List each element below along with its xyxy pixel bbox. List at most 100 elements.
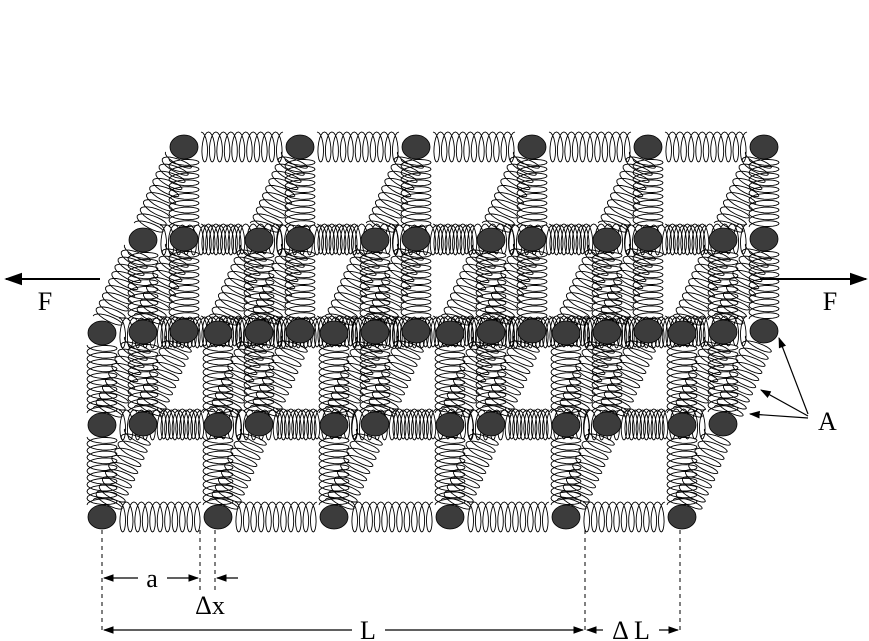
spring-horizontal [507, 224, 591, 256]
spring-depth [440, 428, 499, 510]
spring-horizontal [234, 409, 318, 441]
mass-node [203, 320, 233, 346]
spring-horizontal [466, 409, 550, 441]
spring-horizontal [548, 131, 632, 163]
spring-depth [440, 336, 499, 418]
spring-depth [672, 336, 731, 418]
spring-horizontal [200, 131, 284, 163]
spring-vertical [632, 250, 664, 320]
spring-depth [365, 243, 424, 325]
spring-vertical [168, 158, 200, 228]
spring-horizontal [623, 224, 707, 256]
spring-horizontal [350, 501, 434, 533]
spring-depth [324, 336, 383, 418]
spring-depth [481, 335, 540, 417]
spring-horizontal [159, 224, 243, 256]
mass-node [87, 412, 117, 438]
spring-depth [92, 336, 151, 418]
mass-node [708, 319, 738, 345]
mass-node [749, 318, 779, 344]
mass-node [203, 412, 233, 438]
spring-depth [324, 244, 383, 326]
spring-horizontal [350, 409, 434, 441]
spring-horizontal [118, 409, 202, 441]
force-label-left: F [38, 287, 52, 316]
spring-horizontal [582, 501, 666, 533]
mass-node [169, 226, 199, 252]
spring-depth [133, 151, 192, 233]
mass-node [319, 412, 349, 438]
mass-node [517, 226, 547, 252]
mass-node [592, 227, 622, 253]
mass-node [285, 318, 315, 344]
mass-node [360, 319, 390, 345]
spring-depth [249, 151, 308, 233]
spring-vertical [516, 250, 548, 320]
spring-vertical [748, 250, 780, 320]
spring-depth [92, 244, 151, 326]
spring-horizontal [466, 501, 550, 533]
mass-node [244, 227, 274, 253]
spring-horizontal [275, 224, 359, 256]
mass-node [749, 226, 779, 252]
spring-horizontal [664, 131, 748, 163]
mass-node [667, 412, 697, 438]
spring-vertical [632, 158, 664, 228]
mass-node [319, 504, 349, 530]
mass-node [128, 227, 158, 253]
spring-depth [133, 335, 192, 417]
spring-depth [208, 336, 267, 418]
area-label: A [818, 407, 837, 436]
mass-node [435, 320, 465, 346]
spring-depth [597, 151, 656, 233]
mass-node [667, 320, 697, 346]
area-arrow-lower [748, 410, 809, 419]
mass-node [551, 412, 581, 438]
spring-depth [713, 151, 772, 233]
mass-node [476, 227, 506, 253]
spacing-label: a [146, 564, 158, 593]
spring-vertical [284, 158, 316, 228]
spring-depth [440, 244, 499, 326]
spring-horizontal [118, 501, 202, 533]
spring-depth [672, 428, 731, 510]
mass-node [285, 226, 315, 252]
spring-depth [481, 151, 540, 233]
spring-network [86, 131, 780, 533]
spring-horizontal [391, 224, 475, 256]
spring-vertical [400, 250, 432, 320]
mass-node [517, 318, 547, 344]
mass-node [708, 227, 738, 253]
mass-node [749, 134, 779, 160]
mass-node [169, 318, 199, 344]
length-label: L [360, 616, 376, 641]
force-label-right: F [823, 287, 837, 316]
spring-horizontal [582, 409, 666, 441]
mass-node [244, 411, 274, 437]
spring-depth [365, 151, 424, 233]
mass-node [203, 504, 233, 530]
spring-depth [556, 428, 615, 510]
mass-node [476, 411, 506, 437]
spring-depth [556, 244, 615, 326]
mass-node [517, 134, 547, 160]
mass-node [633, 226, 663, 252]
spring-vertical [168, 250, 200, 320]
area-arrow-upper [778, 336, 809, 415]
spring-depth [249, 335, 308, 417]
mass-node [551, 320, 581, 346]
mass-node [87, 320, 117, 346]
mass-node [667, 504, 697, 530]
mass-node [360, 227, 390, 253]
spring-depth [92, 428, 151, 510]
mass-node [128, 411, 158, 437]
spring-vertical [516, 158, 548, 228]
mass-node [592, 411, 622, 437]
spring-depth [133, 243, 192, 325]
spring-horizontal [432, 131, 516, 163]
mass-node [360, 411, 390, 437]
spring-depth [481, 243, 540, 325]
mass-node [551, 504, 581, 530]
spring-depth [713, 335, 772, 417]
mass-node [244, 319, 274, 345]
